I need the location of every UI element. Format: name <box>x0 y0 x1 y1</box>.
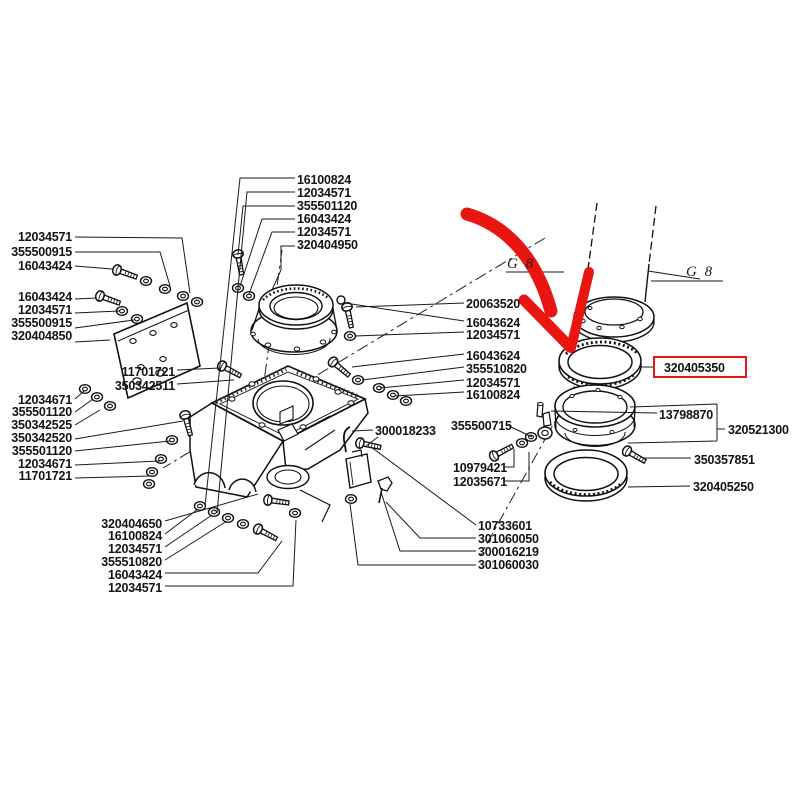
part-label: 12034571 <box>107 542 162 556</box>
part-label: 355501120 <box>11 444 72 458</box>
part-label: 12034571 <box>466 328 521 342</box>
part-label: 355500915 <box>11 316 72 330</box>
part-label: 12034671 <box>17 457 72 471</box>
part-label: 301060050 <box>478 532 539 546</box>
part-label: 300016219 <box>478 545 539 559</box>
part-label: 320404650 <box>101 517 162 531</box>
part-label: 355510820 <box>101 555 162 569</box>
seal-ring-highlighted-part <box>558 337 642 390</box>
support-ring-part <box>250 284 338 355</box>
part-label: 16100824 <box>466 388 521 402</box>
part-label: 12034571 <box>297 186 352 200</box>
part-label: 350357851 <box>694 453 755 467</box>
g8-right-label: G 8 <box>686 264 715 280</box>
mounting-bracket-part <box>113 301 201 400</box>
pin-and-nut-parts <box>536 401 553 440</box>
part-label: 13798870 <box>659 408 714 422</box>
part-label: 16043624 <box>466 349 521 363</box>
part-label-highlighted: 320405350 <box>664 361 725 375</box>
part-label: 20063520 <box>466 297 521 311</box>
part-label: 355501120 <box>11 405 72 419</box>
part-label: 12034571 <box>17 230 72 244</box>
part-label: 11701721 <box>18 469 73 483</box>
part-label: 12034671 <box>17 393 72 407</box>
part-label: 350342520 <box>11 431 72 445</box>
part-label: 12034571 <box>466 376 521 390</box>
part-label: 16043624 <box>466 316 521 330</box>
g8-left-label: G 8 <box>507 256 536 272</box>
part-label: 10733601 <box>478 519 533 533</box>
part-label: 350342525 <box>11 418 72 432</box>
bottom-seal-ring-part <box>544 449 628 502</box>
part-label: 355501120 <box>297 199 358 213</box>
small-hardware-parts <box>342 426 393 504</box>
main-housing-part <box>189 365 369 523</box>
fastener-glyphs <box>78 248 649 545</box>
part-label: 16043424 <box>17 290 72 304</box>
part-label: 16043424 <box>107 568 162 582</box>
red-arrow-annotation <box>460 207 594 353</box>
part-label: 12034571 <box>17 303 72 317</box>
part-label: 12035671 <box>453 475 508 489</box>
part-label: 320404850 <box>11 329 72 343</box>
part-label: 16100824 <box>107 529 162 543</box>
part-label: 16043424 <box>297 212 352 226</box>
clamp-collar-part <box>542 384 636 447</box>
part-label: 12034571 <box>107 581 162 595</box>
part-label: 16100824 <box>297 173 352 187</box>
part-label: 16043424 <box>17 259 72 273</box>
part-label: 300018233 <box>375 424 436 438</box>
part-label: 355500915 <box>11 245 72 259</box>
part-label: 355500715 <box>451 419 512 433</box>
part-label: 10979421 <box>453 461 508 475</box>
part-label: 11701721 <box>121 365 176 379</box>
part-label: 350342511 <box>114 379 175 393</box>
highlight-box <box>653 356 747 378</box>
part-label: 320405250 <box>693 480 754 494</box>
part-label: 301060030 <box>478 558 539 572</box>
part-label: 355510820 <box>466 362 527 376</box>
part-label: 320521300 <box>728 423 789 437</box>
leader-lines <box>74 177 725 587</box>
part-label: 12034571 <box>297 225 352 239</box>
part-label: 320404950 <box>297 238 358 252</box>
